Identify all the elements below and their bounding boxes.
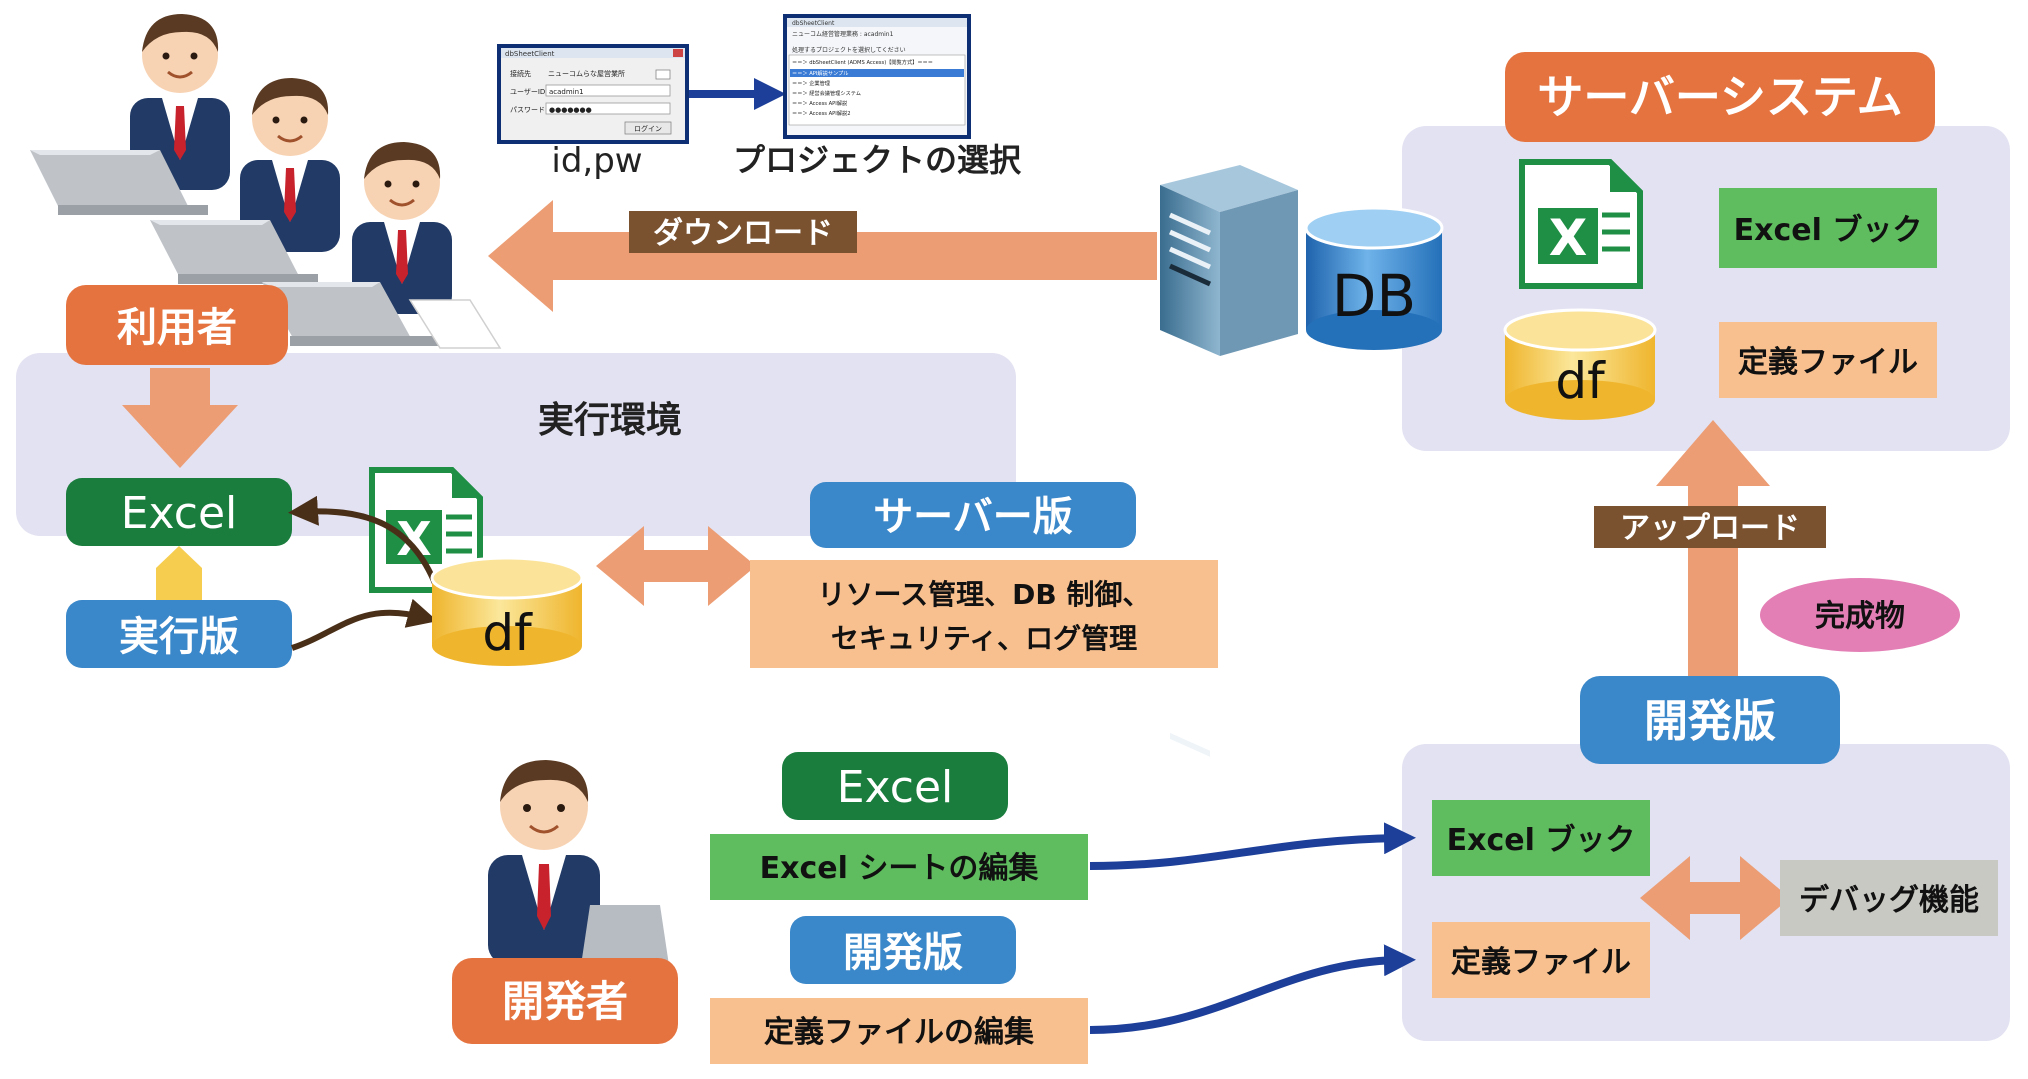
project-window-subtitle: ニューコム経営管理業務 : acadmin1 [792,30,894,38]
user-figure-icon [30,14,230,215]
excel-sheet-edit-text: Excel シートの編集 [760,851,1040,886]
users-illustration [30,14,502,349]
server-system-panel [1402,126,2010,451]
def-edit-to-file-arrow [1089,944,1416,1034]
login-row-label: パスワード [510,106,545,114]
user-to-excel-arrow [122,368,238,468]
dev-def-file-text: 定義ファイル [1451,945,1631,980]
user-label-text: 利用者 [117,305,237,351]
runtime-to-excel-arrow [156,546,202,600]
deliverable-ellipse [1760,578,1960,652]
excel-label-text: Excel [121,488,238,539]
server-features-line2: セキュリティ、ログ管理 [831,622,1137,655]
runtime-env-title: 実行環境 [538,400,682,441]
close-icon [673,49,683,57]
db-label: DB [1332,262,1416,330]
project-list-item: ＝＝＞ API解説サンプル [792,69,848,77]
server-features-line1: リソース管理、DB 制御、 [818,578,1151,611]
upload-label-text: アップロード [1620,511,1800,546]
deliverable-text: 完成物 [1815,599,1905,634]
user-figure-icon [262,142,502,349]
files-debug-arrow [1640,856,1790,940]
debug-text: デバッグ機能 [1799,883,1979,918]
login-row-label: ユーザーID [510,88,545,96]
menu-icon [655,69,671,80]
dev-def-file-box [1432,922,1650,998]
user-label [66,285,288,365]
project-list-item: ＝＝＞ Access API解説 [792,99,847,107]
server-def-file-text: 定義ファイル [1738,345,1918,380]
login-button-label: ログイン [634,124,662,133]
dev-edition-label [1580,676,1840,764]
runtime-edition-label [66,600,292,668]
dev-edition-label-text: 開発版 [1644,696,1776,747]
df-label: df [482,604,533,662]
dev-excel-label-text: Excel [837,762,954,813]
developer-figure-icon [488,760,670,972]
df-cylinder-icon: df [430,556,584,666]
dev-excel-label [782,752,1008,820]
runtime-to-df-curve-arrow [291,598,438,651]
developer-label-text: 開発者 [502,977,628,1026]
server-excel-book-text: Excel ブック [1734,213,1923,248]
server-edition-label-text: サーバー版 [873,494,1073,540]
excel-label [66,478,292,546]
def-file-edit-box [710,998,1088,1064]
svg-text:X: X [1549,209,1588,267]
login-row-label: 接続先 [510,69,531,78]
dev-excel-book-box [1432,800,1650,876]
db-cylinder-icon: DB [1304,206,1444,350]
runtime-edition-label-text: 実行版 [119,614,239,660]
dev-edition-small-label-text: 開発版 [843,930,963,976]
server-def-file-box [1719,322,1937,398]
project-list-highlight [790,69,964,77]
df-server-double-arrow [596,526,756,606]
login-caption: id,pw [551,141,642,181]
download-arrow [488,200,1157,312]
dev-excel-book-text: Excel ブック [1447,823,1636,858]
login-window-title: dbSheetClient [505,50,555,58]
project-list-item: ＝＝＞ Access API解説2 [792,109,851,117]
login-row-value: ニューコムらな屋営業所 [548,69,625,78]
server-system-label [1505,52,1935,142]
excel-file-icon: X [1519,159,1643,289]
project-window: dbSheetClient ニューコム経営管理業務 : acadmin1 処理す… [783,14,971,139]
server-excel-book-box [1719,188,1937,268]
df-to-excel-curve-arrow [288,495,439,588]
server-system-label-text: サーバーシステム [1537,70,1902,124]
login-row-value: acadmin1 [549,88,584,96]
df-cylinder-icon: df [1503,308,1657,420]
server-icon [1160,165,1298,757]
download-label [629,211,857,253]
def-file-edit-text: 定義ファイルの編集 [764,1015,1035,1050]
project-window-title: dbSheetClient [792,20,835,27]
debug-box [1780,860,1998,936]
developer-label [452,958,678,1044]
dev-edition-small-label [790,916,1016,984]
project-window-prompt: 処理するプロジェクトを選択してください [792,46,906,54]
upload-label [1594,506,1826,548]
project-list-item: ＝＝＞ 経営会議管理システム [792,89,861,97]
project-list-item: ＝＝＞ dbSheetClient (ADMS Access)【閲覧方式】＝＝＝ [792,58,933,66]
login-row-value: ●●●●●●● [549,106,592,114]
server-edition-label [810,482,1136,548]
download-label-text: ダウンロード [653,216,833,251]
user-figure-icon [150,78,340,284]
excel-edit-to-book-arrow [1089,822,1416,870]
server-features-box [750,560,1218,668]
project-list-item: ＝＝＞ 企業管理 [792,79,831,87]
df-label: df [1555,352,1606,410]
excel-sheet-edit-box [710,834,1088,900]
project-caption: プロジェクトの選択 [733,141,1022,179]
login-window: dbSheetClient 接続先 ニューコムらな屋営業所 ユーザーID aca… [497,44,689,144]
